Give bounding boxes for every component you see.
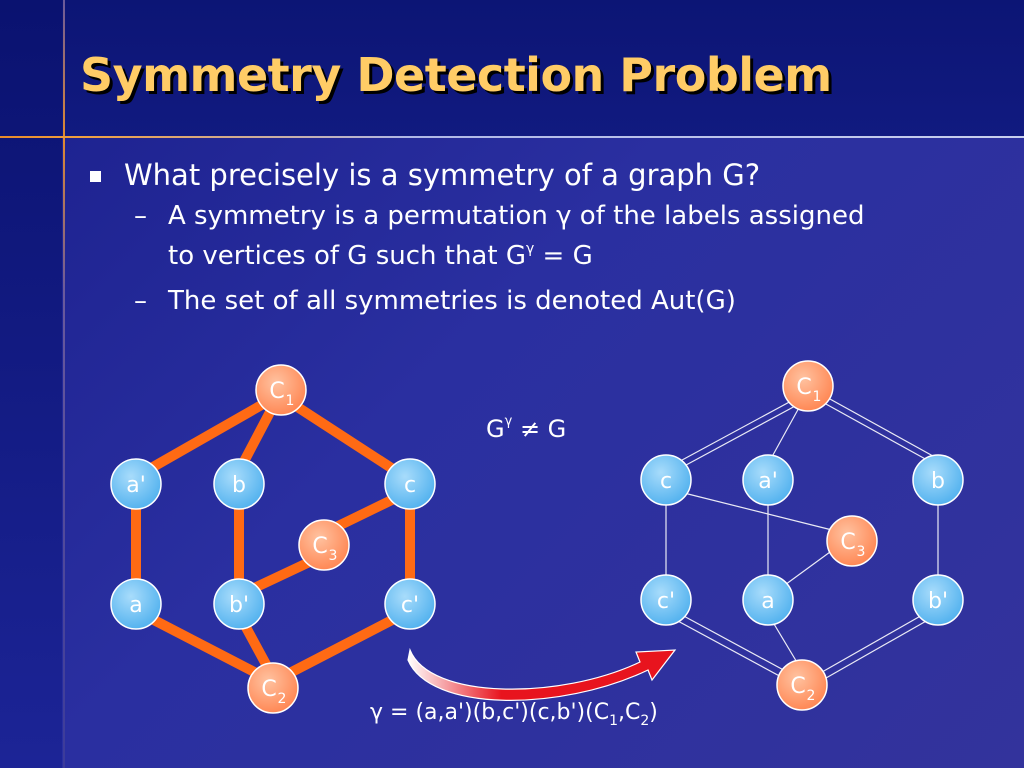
sub1-line2b: = G	[534, 241, 593, 271]
formula-prefix: γ = (a,a')(b,c')(c,b')(C	[370, 700, 610, 725]
horizontal-accent-line	[0, 136, 1024, 138]
left-node-c': c'	[384, 578, 436, 630]
left-node-a-label: a	[129, 593, 142, 618]
sub1-gamma: γ	[556, 201, 572, 231]
square-bullet-icon	[90, 171, 101, 182]
left-node-C2-label: C	[261, 677, 276, 702]
left-graph-edges	[131, 390, 415, 681]
right-node-b-label: b	[931, 469, 945, 494]
right-node-C2-label: C	[790, 674, 805, 699]
inequality-g: G	[486, 415, 505, 443]
dash-icon: –	[134, 201, 147, 231]
sub2-text: The set of all symmetries is denoted Aut…	[168, 286, 736, 316]
permutation-formula: γ = (a,a')(b,c')(c,b')(C1,C2)	[370, 700, 658, 729]
right-node-C1-sub: 1	[813, 389, 822, 405]
sub1-part2: of the labels assigned	[571, 201, 865, 231]
dash-icon: –	[134, 286, 147, 316]
right-node-c': c'	[640, 574, 692, 626]
right-node-C2-sub: 2	[807, 688, 816, 704]
right-node-c-label: c	[660, 469, 672, 494]
right-node-c'-label: c'	[657, 589, 675, 614]
inequality-label: Gγ ≠ G	[486, 414, 566, 443]
formula-mid: ,C	[618, 700, 641, 725]
formula-sub2: 2	[640, 713, 650, 729]
left-node-b-label: b	[232, 473, 246, 498]
title-band	[0, 0, 1024, 138]
edge-c'-C2	[281, 613, 399, 681]
right-node-C3-sub: 3	[857, 544, 866, 560]
right-node-C3-label: C	[840, 530, 855, 555]
right-node-a: a	[742, 574, 794, 626]
edge-C1-a'	[143, 390, 282, 476]
right-node-c: c	[640, 454, 692, 506]
left-node-b'-label: b'	[229, 593, 249, 618]
left-node-a': a'	[110, 458, 162, 510]
right-node-C1-label: C	[796, 375, 811, 400]
sub1-sup: γ	[525, 241, 535, 257]
formula-sub1: 1	[609, 713, 619, 729]
edge-c-C3	[327, 491, 403, 535]
right-graph-edges	[665, 387, 943, 687]
edge-a-C2	[147, 613, 265, 681]
right-node-b': b'	[912, 574, 964, 626]
inequality-rest: ≠ G	[512, 415, 567, 443]
sub-bullet-symmetry: – A symmetry is a permutation γ of the l…	[88, 200, 864, 273]
left-node-b: b	[213, 458, 265, 510]
left-node-C1-sub: 1	[286, 393, 295, 409]
bullet-main: What precisely is a symmetry of a graph …	[88, 156, 864, 194]
left-node-C3-label: C	[312, 534, 327, 559]
right-node-a'-label: a'	[758, 469, 778, 494]
slide-title: Symmetry Detection Problem	[80, 48, 832, 102]
left-strip	[0, 0, 62, 768]
left-node-C1-label: C	[269, 379, 284, 404]
bullet-list: What precisely is a symmetry of a graph …	[88, 156, 864, 318]
sub-bullet-aut: – The set of all symmetries is denoted A…	[88, 285, 864, 318]
right-node-a': a'	[742, 454, 794, 506]
right-node-a-label: a	[761, 589, 774, 614]
left-node-C3-sub: 3	[329, 548, 338, 564]
left-node-c-label: c	[404, 473, 416, 498]
left-node-b': b'	[213, 578, 265, 630]
left-node-a'-label: a'	[126, 473, 146, 498]
right-node-b'-label: b'	[928, 589, 948, 614]
bullet-main-text: What precisely is a symmetry of a graph …	[124, 158, 761, 192]
right-node-b: b	[912, 454, 964, 506]
sub1-part1: A symmetry is a permutation	[168, 201, 557, 231]
left-node-a: a	[110, 578, 162, 630]
sub1-line2a: to vertices of G such that G	[168, 241, 526, 271]
transform-arrow-icon	[407, 647, 677, 701]
left-node-c'-label: c'	[401, 593, 419, 618]
inequality-sup: γ	[504, 414, 513, 429]
vertical-accent-line	[63, 0, 65, 768]
left-node-C2-sub: 2	[278, 691, 287, 707]
left-node-c: c	[384, 458, 436, 510]
formula-suffix: )	[649, 700, 658, 725]
